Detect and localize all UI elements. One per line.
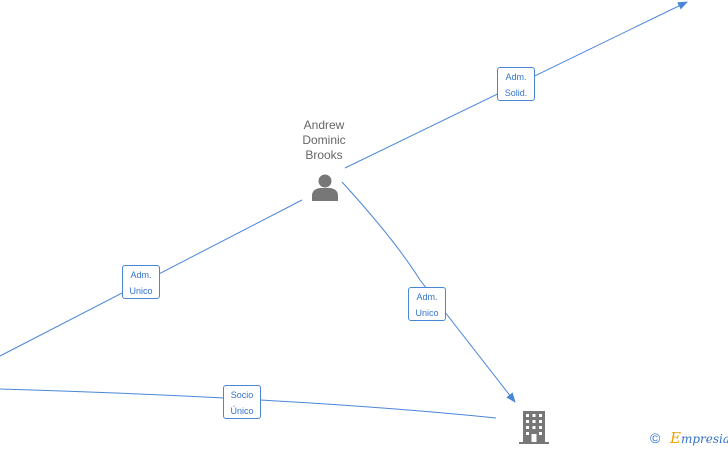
person-name-line1: Andrew <box>303 118 345 132</box>
edge-label-socio-unico-line1: Socio <box>230 390 254 400</box>
edge-label-adm-unico-left[interactable]: Adm. Unico <box>122 265 160 299</box>
edge-label-adm-solid[interactable]: Adm. Solid. <box>497 67 535 101</box>
edge-label-adm-unico-right-line1: Adm. <box>416 292 438 302</box>
empresia-logo: Empresia <box>670 430 728 447</box>
person-name[interactable]: Andrew Dominic Brooks <box>284 118 364 163</box>
person-name-line2: Dominic <box>302 133 346 147</box>
edge-label-adm-unico-left-line1: Adm. <box>130 270 152 280</box>
edge-label-adm-unico-right[interactable]: Adm. Unico <box>408 287 446 321</box>
edge-label-adm-unico-left-line2: Unico <box>129 286 153 296</box>
edge-label-adm-solid-line2: Solid. <box>504 88 528 98</box>
building-icon[interactable] <box>518 410 550 444</box>
edge-label-socio-unico[interactable]: Socio Único <box>223 385 261 419</box>
person-name-line3: Brooks <box>305 148 343 162</box>
person-icon[interactable] <box>310 172 340 202</box>
edge-label-adm-solid-line1: Adm. <box>505 72 527 82</box>
brand-rest: mpresia <box>680 432 728 446</box>
edge-label-adm-unico-right-line2: Unico <box>415 308 439 318</box>
edge-label-socio-unico-line2: Único <box>230 406 254 416</box>
edge-line-socio-unico <box>0 388 497 419</box>
brand-initial: E <box>670 429 681 447</box>
edge-line-adm-unico-right <box>341 181 516 403</box>
copyright-icon: © <box>650 430 661 446</box>
